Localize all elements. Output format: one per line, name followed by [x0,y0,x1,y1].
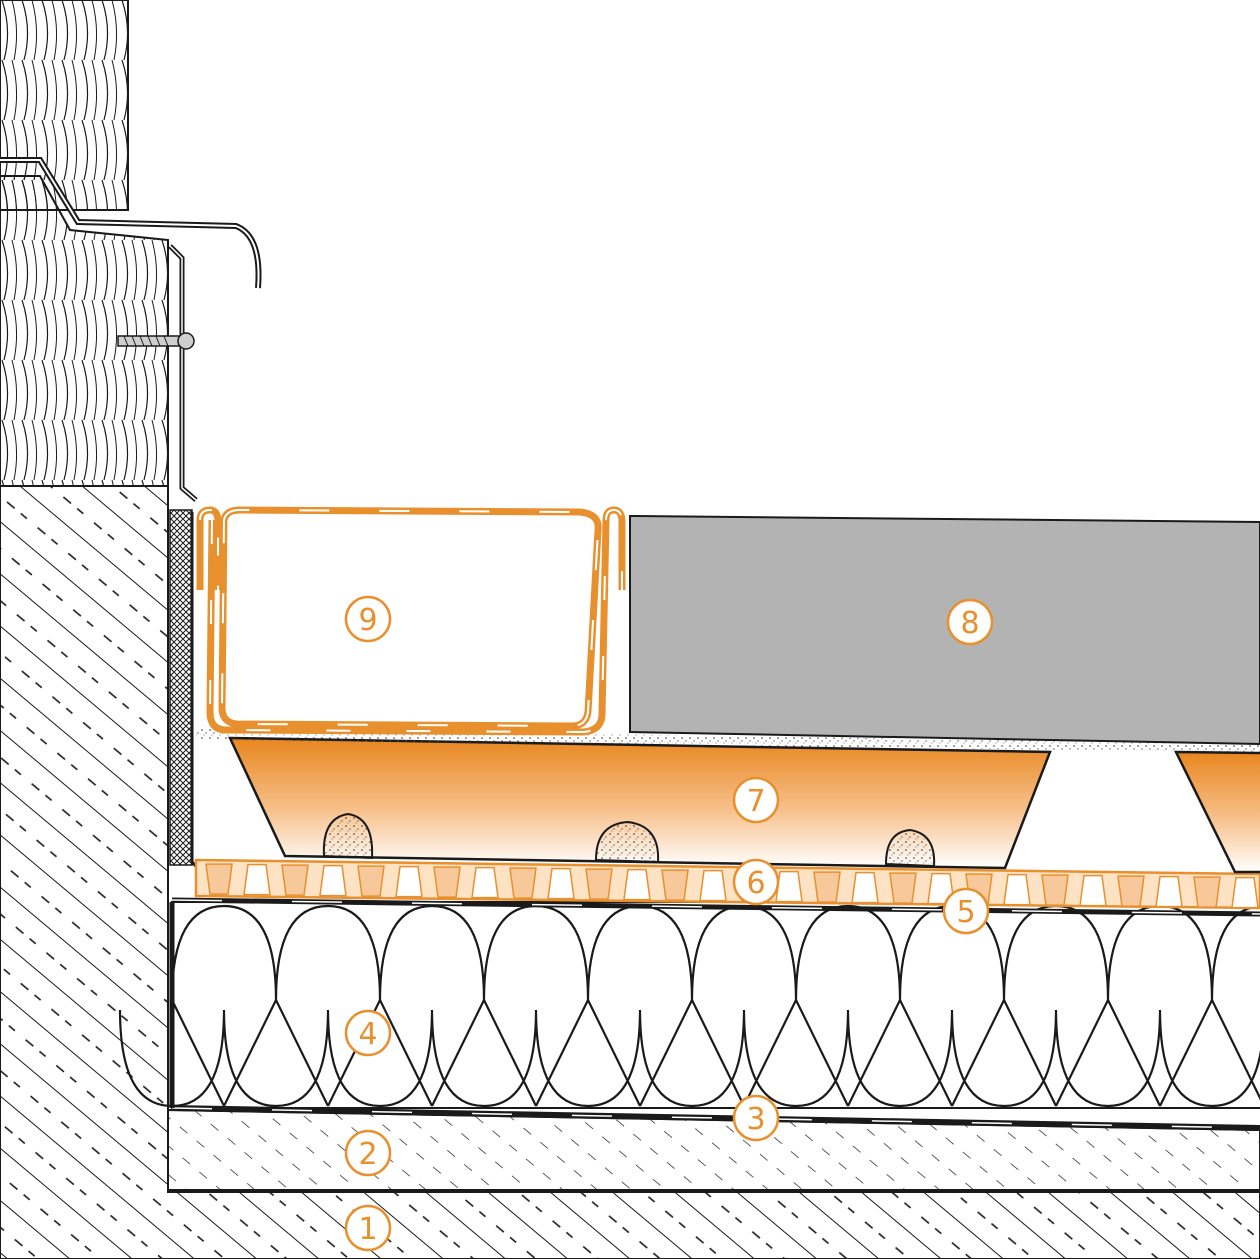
drainage-mat [194,858,1260,910]
drainage-cell [1041,874,1069,906]
drainage-cell [433,866,461,898]
pedestal-support-right [1173,750,1260,874]
gravel-bump-3 [884,828,936,868]
drainage-cell [243,863,271,896]
fixing-screw [117,332,195,350]
waterproofing-membrane [171,897,1260,917]
paving-slab [629,514,1260,746]
callout-4: 4 [344,1009,392,1057]
callout-7: 7 [732,776,780,824]
callout-2: 2 [344,1129,392,1177]
callout-6: 6 [732,858,780,906]
drainage-cell [699,869,727,902]
callout-circle [942,887,990,935]
gravel-bump-2 [594,820,660,864]
callout-circle [732,858,780,906]
insulation-waves [118,904,1260,1108]
callout-label: 8 [960,606,979,641]
callout-label: 4 [358,1017,377,1052]
gravel-bump-1 [322,812,374,860]
callout-circle [344,1204,392,1252]
insulation-pattern [118,904,1260,1108]
drainage-cell [623,868,651,901]
wall-flashing-strip-inner [169,245,197,501]
drainage-cell [357,865,385,897]
gravel-channel [196,506,626,736]
callout-label: 6 [746,866,765,901]
drainage-cell [1155,875,1183,908]
pedestal-support-main [228,736,1052,870]
drainage-cell [319,864,347,897]
drainage-cell [281,864,309,896]
callout-8: 8 [946,598,994,646]
thermal-insulation [171,901,1260,1109]
callout-circle [344,1009,392,1057]
callout-circle [732,776,780,824]
edge-insulation-strip [169,509,193,866]
drainage-cell [509,867,537,899]
drainage-cell [1079,874,1107,907]
drainage-cell [889,872,917,904]
callout-circle [946,598,994,646]
drainage-cell [851,871,879,904]
drainage-cell [1193,876,1221,908]
callout-1: 1 [344,1204,392,1252]
drainage-cell [1231,876,1259,909]
flashing-inner [0,159,260,289]
callouts: 1 2 3 4 5 6 7 8 9 [344,595,994,1252]
timber-frame [0,175,169,487]
callout-9: 9 [344,595,392,643]
callout-circle [344,595,392,643]
callout-3: 3 [732,1094,780,1142]
drainage-cell [547,867,575,900]
drainage-cell [1003,873,1031,906]
callout-label: 1 [358,1212,377,1247]
callout-circle [732,1094,780,1142]
drainage-cell [585,868,613,900]
wall-flashing-strip [168,244,198,502]
callout-label: 9 [358,603,377,638]
callout-label: 2 [358,1137,377,1172]
callout-label: 5 [956,895,975,930]
drainage-cell [395,865,423,898]
callout-label: 3 [746,1102,765,1137]
drainage-cell [471,866,499,899]
callout-circle [344,1129,392,1177]
drainage-cell [1117,875,1145,907]
vapour-barrier-dashes [171,1107,1260,1129]
callout-5: 5 [942,887,990,935]
drainage-cell [205,863,233,895]
drainage-cell [775,870,803,903]
drainage-cell [813,871,841,903]
drainage-cell [661,869,689,901]
callout-label: 7 [746,784,765,819]
